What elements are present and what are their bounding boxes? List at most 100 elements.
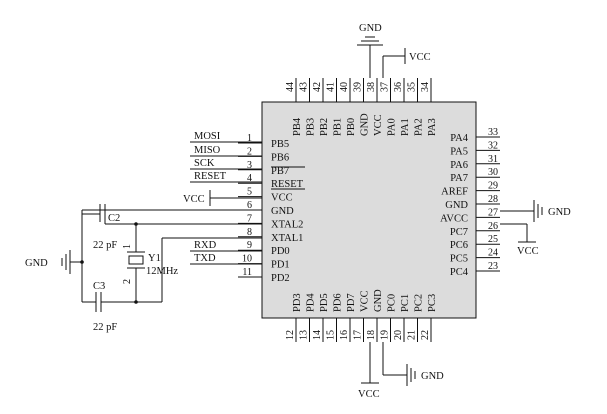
pin-name: PD1: [271, 260, 290, 271]
pin-name: PB2: [319, 118, 330, 136]
net-label-gnd-bottom: GND: [421, 371, 444, 382]
net-label-mosi: MOSI: [194, 131, 221, 142]
pin-name: PD7: [346, 293, 357, 312]
left-nets: MOSI MISO SCK RESET VCC C2 22 pF Y1 12MH…: [25, 131, 262, 333]
pin-name: PC3: [427, 294, 438, 312]
pin-number: 20: [393, 330, 404, 340]
pin-name: VCC: [271, 193, 293, 204]
pin-number: 13: [299, 330, 310, 340]
c2-value: 22 pF: [93, 240, 117, 251]
pin-number: 37: [380, 82, 391, 92]
pin-name: GND: [360, 113, 371, 136]
bottom-nets: VCC GND: [358, 342, 444, 400]
pin-name: AVCC: [440, 213, 468, 224]
pin-name: PD5: [319, 293, 330, 312]
pin-name: PC1: [400, 294, 411, 312]
pin-name: PA2: [414, 118, 425, 136]
right-nets: GND VCC: [500, 200, 571, 257]
pin-number: 23: [488, 261, 498, 272]
pin-name: PB5: [271, 139, 289, 150]
pin-number: 3: [247, 160, 252, 171]
pin-number: 7: [247, 213, 252, 224]
net-label-gnd-left: GND: [25, 258, 48, 269]
pin-number: 42: [312, 82, 323, 92]
pin-number: 28: [488, 194, 498, 205]
pin-number: 9: [247, 240, 252, 251]
pin-number: 31: [488, 154, 498, 165]
pin-number: 44: [285, 82, 296, 92]
pin-name: XTAL2: [271, 219, 303, 230]
pin-name: GND: [373, 289, 384, 312]
pin-number: 27: [488, 207, 498, 218]
pin-name: PB6: [271, 152, 289, 163]
junction-c3: [134, 300, 138, 304]
pin-number: 21: [407, 330, 418, 340]
net-label-reset: RESET: [194, 171, 227, 182]
pin-name: GND: [271, 206, 294, 217]
pin-name: PA4: [450, 133, 468, 144]
y1-ref: Y1: [148, 253, 161, 264]
pin-number: 1: [247, 133, 252, 144]
pin-number: 22: [420, 330, 431, 340]
junction-xtal2: [134, 222, 138, 226]
pin-number: 16: [339, 330, 350, 340]
pin-number: 38: [366, 82, 377, 92]
pin-number: 29: [488, 181, 498, 192]
pin-number: 6: [247, 200, 252, 211]
right-pins: 33PA432PA531PA630PA729AREF28GND27AVCC26P…: [440, 127, 500, 278]
net-label-vcc-bottom: VCC: [358, 389, 380, 400]
pin-number: 34: [420, 82, 431, 92]
pin-number: 4: [247, 173, 252, 184]
junction-gnd-left: [80, 260, 84, 264]
net-label-vcc-top: VCC: [409, 52, 431, 63]
pin-number: 2: [247, 146, 252, 157]
pin-number: 33: [488, 127, 498, 138]
c2-ref: C2: [108, 213, 120, 224]
y1-pin2: 2: [122, 279, 133, 284]
pin-number: 39: [353, 82, 364, 92]
net-label-rxd: RXD: [194, 240, 217, 251]
pin-name: PB4: [292, 117, 303, 136]
pin-name: PB1: [333, 118, 344, 136]
pin-number: 14: [312, 330, 323, 340]
pin-number: 36: [393, 82, 404, 92]
net-label-gnd-top: GND: [359, 23, 382, 34]
pin-name: PD4: [306, 293, 317, 312]
pin-name: PC4: [450, 267, 469, 278]
pin-number: 17: [353, 330, 364, 340]
pin-name: PA7: [450, 173, 468, 184]
left-pins: 1PB52PB63PB74RESET5VCC6GND7XTAL28XTAL19P…: [238, 133, 305, 284]
bottom-pins: 12PD313PD414PD515PD616PD717VCC18GND19PC0…: [285, 289, 438, 342]
ic-body: [261, 101, 477, 319]
pin-name: GND: [445, 200, 468, 211]
top-nets: GND VCC: [357, 23, 431, 78]
pin-number: 43: [299, 82, 310, 92]
pin-number: 40: [339, 82, 350, 92]
pin-name: PC2: [414, 294, 425, 312]
pin-name: PB3: [306, 118, 317, 136]
pin-name: PB0: [346, 118, 357, 136]
pin-number: 10: [242, 254, 252, 265]
pin-number: 5: [247, 187, 252, 198]
pin-number: 30: [488, 167, 498, 178]
pin-name: PD6: [333, 293, 344, 312]
pin-name: VCC: [373, 114, 384, 136]
pin-number: 35: [407, 82, 418, 92]
pin-number: 15: [326, 330, 337, 340]
pin-number: 32: [488, 140, 498, 151]
pin-name: PC0: [387, 294, 398, 312]
pin-number: 24: [488, 248, 498, 259]
pin-name: PA6: [450, 160, 468, 171]
pin-number: 19: [380, 330, 391, 340]
pin-name: AREF: [441, 187, 468, 198]
pin-number: 18: [366, 330, 377, 340]
pin-name: PA0: [387, 118, 398, 136]
net-label-txd: TXD: [194, 253, 216, 264]
pin-number: 11: [242, 267, 252, 278]
pin-name: PB7: [271, 166, 289, 177]
pin-number: 41: [326, 82, 337, 92]
c3-ref: C3: [93, 281, 105, 292]
net-label-vcc-right: VCC: [517, 246, 539, 257]
pin-name: PA5: [450, 146, 468, 157]
